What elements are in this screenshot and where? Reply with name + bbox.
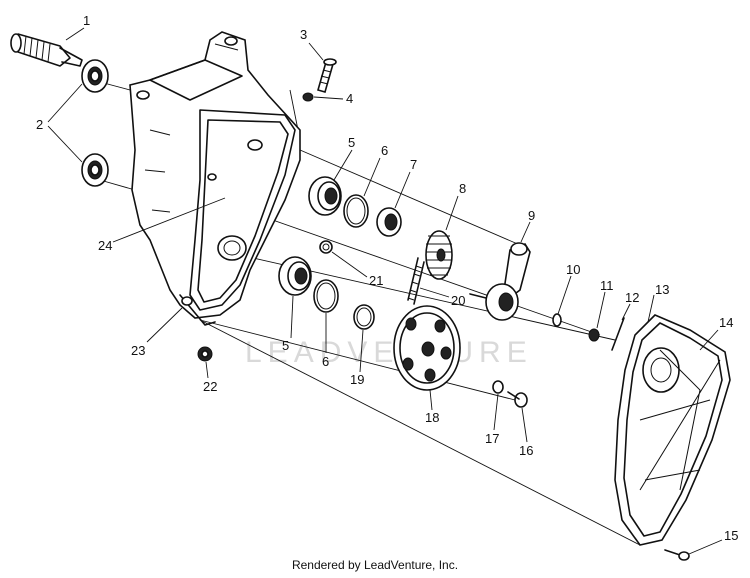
callout-6-upper: 6: [381, 143, 388, 158]
callout-1: 1: [83, 13, 90, 28]
callout-19: 19: [350, 372, 364, 387]
seal-lower: [81, 153, 109, 187]
lower-sprocket: [393, 305, 461, 391]
seal-upper: [81, 59, 109, 93]
callout-17: 17: [485, 431, 499, 446]
callout-16: 16: [519, 443, 533, 458]
callout-4: 4: [346, 91, 353, 106]
callout-15: 15: [724, 528, 738, 543]
callout-6-lower: 6: [322, 354, 329, 369]
o-ring-lower: [313, 279, 339, 313]
bushing-7: [376, 207, 402, 237]
callout-18: 18: [425, 410, 439, 425]
cover-bolt-15: [664, 549, 690, 561]
drive-chain: [407, 257, 425, 305]
input-shaft: [10, 33, 83, 67]
callout-8: 8: [459, 181, 466, 196]
bearing-upper: [308, 176, 342, 216]
drain-plug-22: [197, 346, 213, 362]
bolt-16: [507, 391, 528, 408]
washer-10: [552, 313, 562, 327]
chaincase-housing: [129, 31, 301, 326]
bearing-lower: [278, 256, 312, 296]
nut-11: [588, 328, 600, 342]
callout-5-lower: 5: [282, 338, 289, 353]
callout-21: 21: [369, 273, 383, 288]
callout-5-upper: 5: [348, 135, 355, 150]
callout-20: 20: [451, 293, 465, 308]
o-ring-19: [353, 304, 375, 330]
chaincase-cover: [614, 314, 731, 546]
callout-14: 14: [719, 315, 733, 330]
callout-3: 3: [300, 27, 307, 42]
washer-17: [492, 380, 504, 394]
nut-4: [302, 92, 314, 102]
callout-13: 13: [655, 282, 669, 297]
callout-7: 7: [410, 157, 417, 172]
callout-9: 9: [528, 208, 535, 223]
leader-lines: [47, 27, 723, 555]
callout-24: 24: [98, 238, 112, 253]
nut-21: [319, 240, 333, 254]
callouts: 1 2 3 4 5 5 6 6 7 8 9 10 11 12 13 14 15 …: [36, 13, 738, 543]
watermark: LEADVENTURE: [245, 336, 533, 369]
callout-2: 2: [36, 117, 43, 132]
callout-12: 12: [625, 290, 639, 305]
render-credit: Rendered by LeadVenture, Inc.: [291, 558, 459, 572]
callout-23: 23: [131, 343, 145, 358]
callout-11: 11: [600, 278, 614, 293]
callout-22: 22: [203, 379, 217, 394]
cotter-pin-12: [611, 317, 625, 351]
bolt-3: [317, 58, 337, 93]
o-ring-upper: [343, 194, 369, 228]
tensioner-arm: [469, 242, 531, 321]
callout-10: 10: [566, 262, 580, 277]
upper-sprocket: [425, 230, 453, 280]
